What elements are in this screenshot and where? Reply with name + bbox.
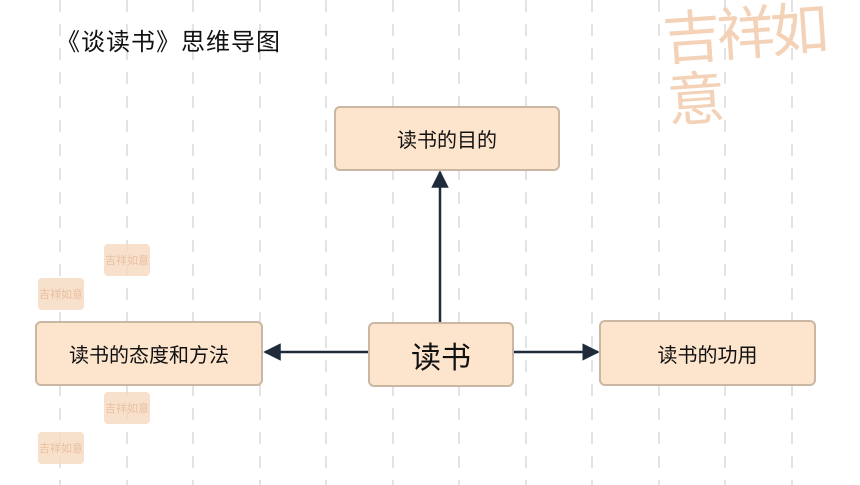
watermark-seal-small: 吉祥如意 — [104, 244, 150, 276]
node-reading-attitude-method[interactable]: 读书的态度和方法 — [35, 321, 263, 386]
node-reading-purpose[interactable]: 读书的目的 — [334, 106, 560, 171]
node-reading-center[interactable]: 读书 — [368, 322, 514, 387]
watermark-seal-small: 吉祥如意 — [104, 392, 150, 424]
node-reading-function[interactable]: 读书的功用 — [599, 320, 816, 386]
watermark-seal-small: 吉祥如意 — [38, 432, 84, 464]
page-title: 《谈读书》思维导图 — [56, 28, 281, 56]
watermark-seal-small: 吉祥如意 — [38, 278, 84, 310]
